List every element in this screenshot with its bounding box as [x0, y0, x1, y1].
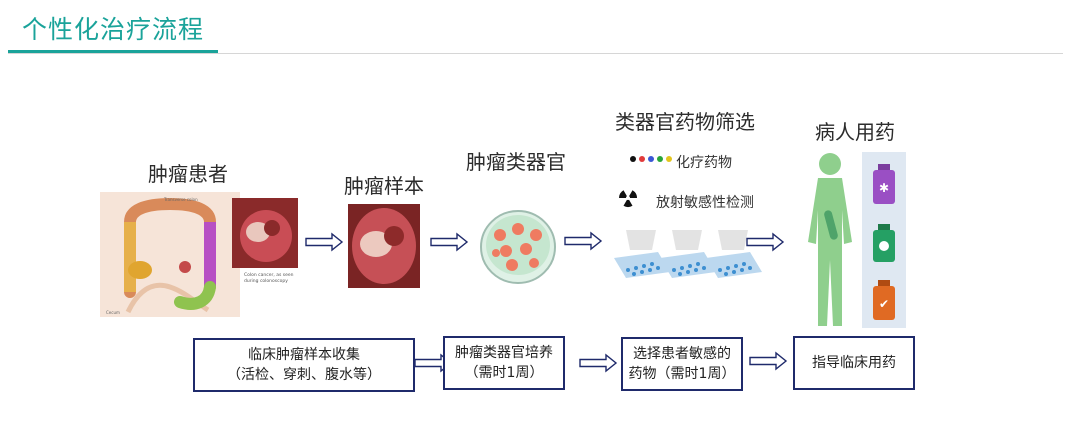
- svg-text:during colonoscopy: during colonoscopy: [244, 278, 288, 284]
- svg-text:✔: ✔: [879, 297, 889, 311]
- step-box-clinical-guidance: 指导临床用药: [793, 336, 915, 390]
- well-plate-array-image: [614, 230, 762, 278]
- chemo-drug-label: 化疗药物: [676, 155, 732, 171]
- stage-label-sample: 肿瘤样本: [344, 174, 424, 198]
- arrow-medication: [746, 233, 784, 251]
- step-text: 药物（需时1周）: [628, 366, 736, 382]
- endoscopy-image: [232, 198, 298, 268]
- radiation-icon: [619, 189, 637, 208]
- step-text: 指导临床用药: [812, 355, 896, 371]
- patient-silhouette: [808, 153, 852, 326]
- stage-label-screening: 类器官药物筛选: [615, 110, 755, 134]
- header-divider: [8, 53, 1063, 54]
- step-box-drug-selection: 选择患者敏感的 药物（需时1周）: [621, 337, 743, 391]
- tumor-sample-image: [348, 204, 420, 288]
- arrow-step3: [749, 352, 787, 370]
- svg-text:Transverse colon: Transverse colon: [163, 197, 198, 202]
- step-text: 临床肿瘤样本收集: [248, 347, 360, 363]
- chemo-drug-dots-icon: [630, 156, 672, 162]
- organoid-dish-image: [480, 210, 556, 284]
- radiosensitivity-label: 放射敏感性检测: [656, 195, 754, 211]
- medication-panel: ✱ ✔: [862, 152, 906, 328]
- step-box-organoid-culture: 肿瘤类器官培养 （需时1周）: [443, 336, 565, 390]
- step-text: （活检、穿刺、腹水等）: [227, 367, 381, 383]
- arrow-screening: [564, 232, 602, 250]
- step-text: 选择患者敏感的: [633, 346, 731, 362]
- orange-bottle-icon: ✔: [873, 280, 895, 320]
- svg-text:Cecum: Cecum: [106, 310, 120, 315]
- endoscopy-caption: Colon cancer, as seen during colonoscopy: [244, 272, 294, 284]
- stage-label-medication: 病人用药: [815, 120, 895, 144]
- stage-label-patient: 肿瘤患者: [148, 162, 228, 186]
- page-title: 个性化治疗流程: [22, 15, 205, 44]
- svg-text:Colon cancer, as seen: Colon cancer, as seen: [244, 272, 294, 278]
- title-underline: [8, 50, 218, 54]
- step-text: （需时1周）: [464, 365, 544, 381]
- colon-anatomy-illustration: Transverse colon Cecum: [100, 192, 240, 317]
- svg-text:✱: ✱: [879, 181, 889, 195]
- purple-bottle-icon: ✱: [873, 164, 895, 204]
- step-text: 肿瘤类器官培养: [455, 345, 553, 361]
- arrow-sample: [305, 233, 343, 251]
- stage-label-organoid: 肿瘤类器官: [466, 150, 566, 174]
- green-bottle-icon: [873, 224, 895, 262]
- arrow-organoid: [430, 233, 468, 251]
- step-box-sample-collection: 临床肿瘤样本收集 （活检、穿刺、腹水等）: [193, 338, 415, 392]
- arrow-step2: [579, 354, 617, 372]
